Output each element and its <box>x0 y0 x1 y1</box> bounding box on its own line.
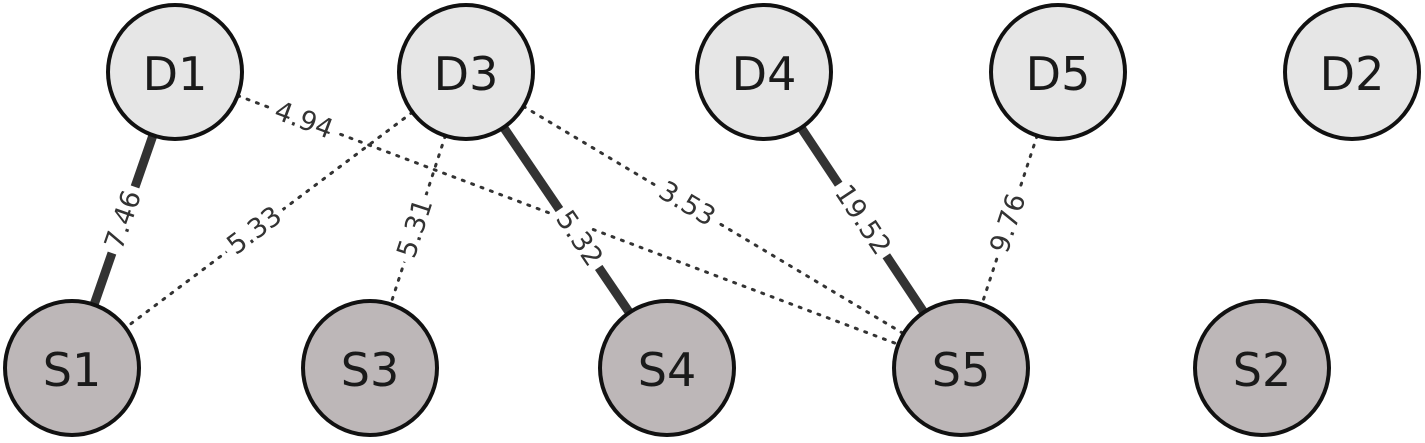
edge-label-group-d3-s3: 5.31 <box>390 190 441 267</box>
node-label: D1 <box>143 47 208 101</box>
node-label: S1 <box>43 343 101 397</box>
node-circle <box>3 299 141 437</box>
node-d4: D4 <box>695 3 833 141</box>
node-label: D3 <box>434 47 499 101</box>
node-label: D2 <box>1320 47 1385 101</box>
node-circle <box>989 3 1127 141</box>
node-d5: D5 <box>989 3 1127 141</box>
edge-label: 9.76 <box>984 190 1032 257</box>
edge-label-background <box>547 201 612 276</box>
edge-label-background <box>826 175 899 265</box>
node-label: D5 <box>1026 47 1091 101</box>
node-circle <box>695 3 833 141</box>
edge-label-background <box>390 190 441 267</box>
edge-label: 4.94 <box>270 95 337 145</box>
node-label: S4 <box>638 343 696 397</box>
node-label: S5 <box>932 343 990 397</box>
node-s1: S1 <box>3 299 141 437</box>
node-circle <box>301 299 439 437</box>
edge-label-background <box>97 182 150 258</box>
edge-labels-layer: 7.46 4.94 5.33 5.31 5.32 3.53 19.52 9.76 <box>97 94 1034 276</box>
node-label: S2 <box>1233 343 1291 397</box>
node-d3: D3 <box>397 3 535 141</box>
edge-label-background <box>983 185 1034 262</box>
edge-label-background <box>649 173 725 235</box>
node-label: D4 <box>732 47 797 101</box>
node-s5: S5 <box>892 299 1030 437</box>
edge-label-group-d1-s5: 4.94 <box>265 94 342 147</box>
edge-label: 5.31 <box>391 195 439 262</box>
node-s4: S4 <box>598 299 736 437</box>
node-s2: S2 <box>1193 299 1331 437</box>
node-circle <box>892 299 1030 437</box>
node-d1: D1 <box>106 3 244 141</box>
edge-label: 19.52 <box>828 179 897 261</box>
edge-label-group-d3-s5: 3.53 <box>649 173 725 235</box>
edge-label-group-d1-s1: 7.46 <box>97 182 150 258</box>
edge-label-background <box>217 197 292 264</box>
node-circle <box>106 3 244 141</box>
node-label: S3 <box>341 343 399 397</box>
edge-label-group-d4-s5: 19.52 <box>826 175 899 265</box>
node-circle <box>397 3 535 141</box>
edge-label-background <box>265 94 342 147</box>
edge-label: 7.46 <box>99 187 148 254</box>
node-s3: S3 <box>301 299 439 437</box>
node-circle <box>1193 299 1331 437</box>
node-d2: D2 <box>1283 3 1421 141</box>
node-circle <box>1283 3 1421 141</box>
edge-label-group-d3-s4: 5.32 <box>547 201 612 276</box>
node-circle <box>598 299 736 437</box>
edge-label-group-d3-s1: 5.33 <box>217 197 292 264</box>
edge-label-group-d5-s5: 9.76 <box>983 185 1034 262</box>
